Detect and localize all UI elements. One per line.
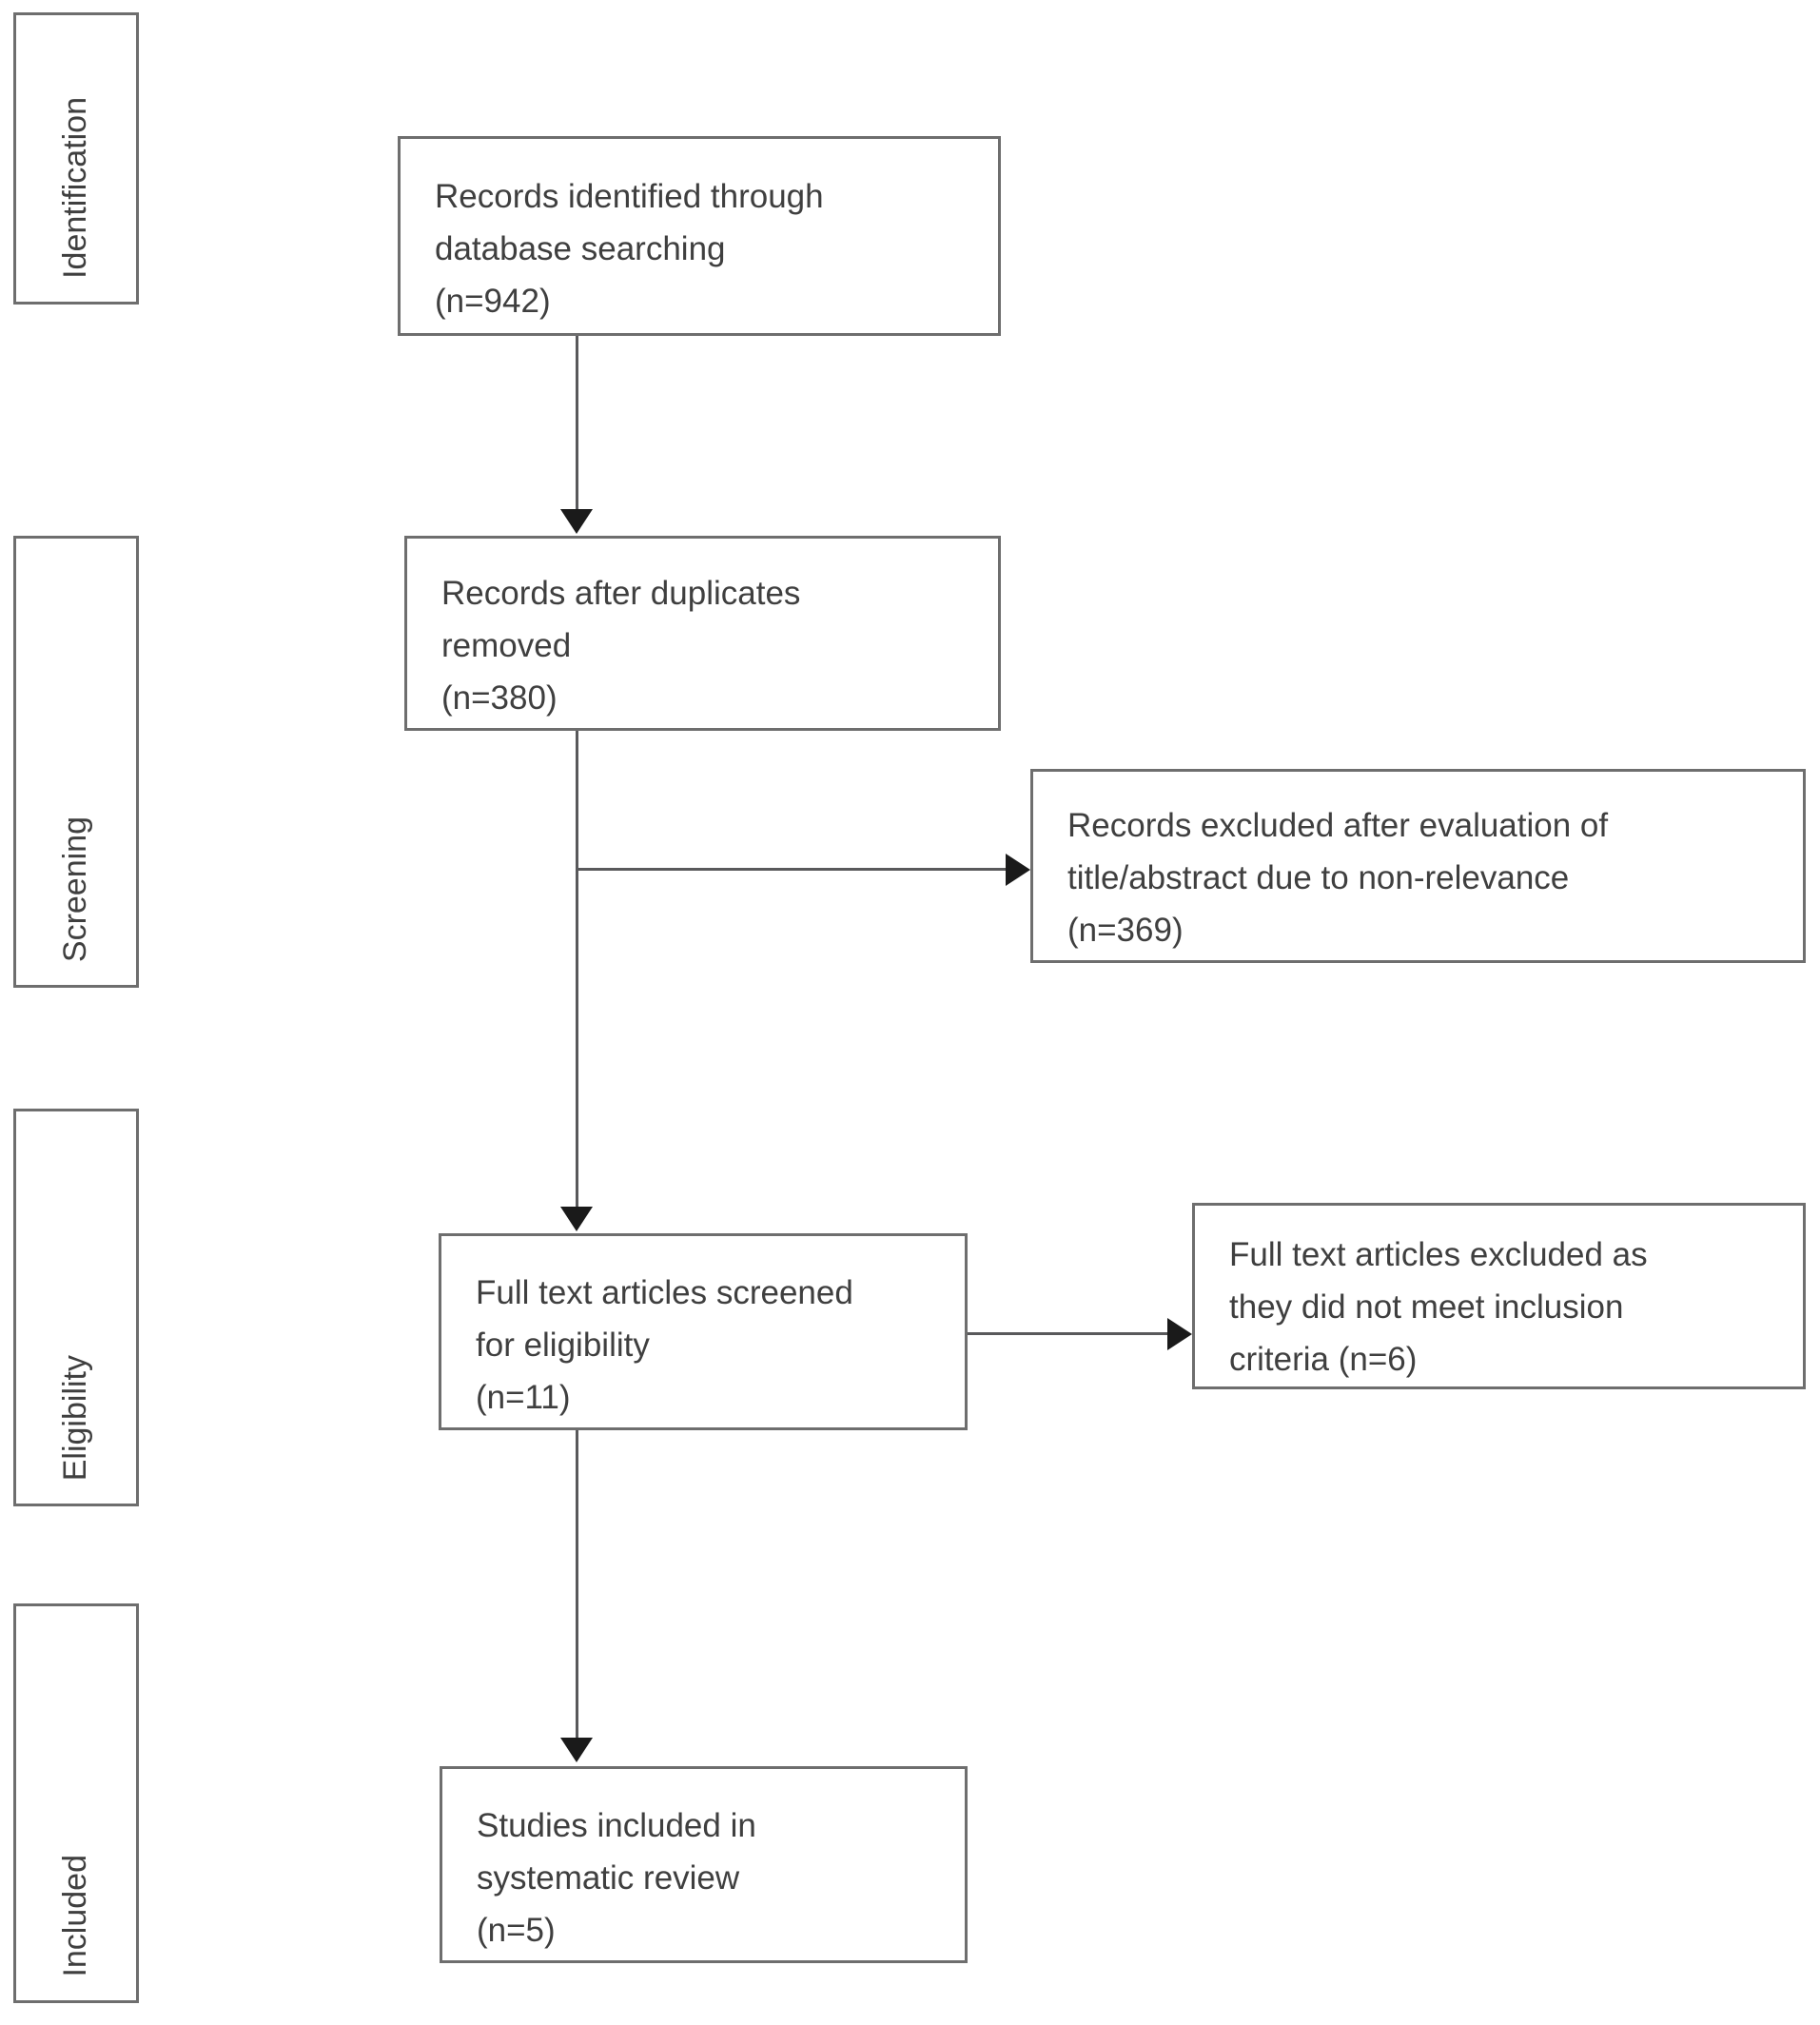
connector-dedup-to-excluded [576, 868, 1008, 871]
connector-identified-to-dedup [576, 336, 578, 511]
node-records-identified: Records identified through database sear… [398, 136, 1001, 336]
node-full-text-screened-text: Full text articles screened for eligibil… [476, 1274, 853, 1416]
arrowhead-identified-to-dedup [560, 509, 593, 534]
connector-dedup-to-fulltext [576, 731, 578, 1209]
arrowhead-fulltext-to-excluded [1167, 1318, 1192, 1350]
connector-fulltext-to-excluded [968, 1332, 1169, 1335]
arrowhead-fulltext-to-included [560, 1738, 593, 1762]
phase-box-screening: Screening [13, 536, 139, 988]
node-records-after-duplicates-text: Records after duplicates removed (n=380) [441, 575, 801, 717]
phase-label-included: Included [57, 1855, 93, 1977]
node-records-identified-text: Records identified through database sear… [435, 178, 824, 320]
node-full-text-excluded-text: Full text articles excluded as they did … [1229, 1236, 1648, 1378]
node-records-excluded-title-abstract: Records excluded after evaluation of tit… [1030, 769, 1806, 963]
phase-box-eligibility: Eligibility [13, 1109, 139, 1506]
node-studies-included: Studies included in systematic review (n… [440, 1766, 968, 1963]
node-studies-included-text: Studies included in systematic review (n… [477, 1807, 756, 1949]
node-records-after-duplicates: Records after duplicates removed (n=380) [404, 536, 1001, 731]
phase-label-identification: Identification [57, 97, 93, 279]
node-full-text-screened: Full text articles screened for eligibil… [439, 1233, 968, 1430]
phase-label-screening: Screening [57, 816, 93, 962]
connector-fulltext-to-included [576, 1430, 578, 1740]
arrowhead-dedup-to-fulltext [560, 1207, 593, 1231]
phase-box-identification: Identification [13, 12, 139, 305]
arrowhead-dedup-to-excluded [1006, 854, 1030, 886]
node-full-text-excluded: Full text articles excluded as they did … [1192, 1203, 1806, 1389]
phase-box-included: Included [13, 1603, 139, 2003]
node-records-excluded-title-abstract-text: Records excluded after evaluation of tit… [1067, 807, 1609, 949]
phase-label-eligibility: Eligibility [57, 1354, 93, 1481]
